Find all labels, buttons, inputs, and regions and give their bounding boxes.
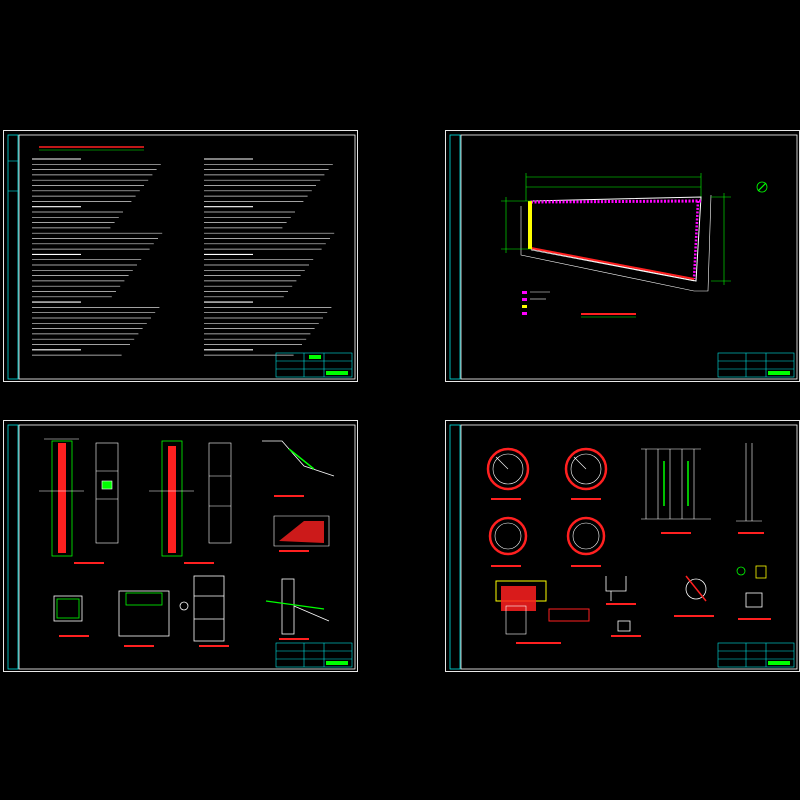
weld-detail bbox=[736, 565, 771, 620]
sheet-pit-plan[interactable] bbox=[445, 130, 800, 382]
pile-elevation-a bbox=[39, 438, 84, 557]
pile-section-4 bbox=[566, 516, 606, 567]
pile-rebar-a bbox=[95, 442, 119, 544]
pile-elevation-b bbox=[149, 440, 194, 557]
plan-legend bbox=[522, 291, 550, 315]
column-detail bbox=[736, 443, 764, 534]
top-dimension-lines bbox=[525, 173, 702, 201]
pile-section-2 bbox=[564, 447, 608, 500]
sheet-pile-details[interactable] bbox=[445, 420, 800, 672]
title-block bbox=[275, 352, 353, 378]
pile-section-3 bbox=[488, 516, 528, 567]
pile-rebar-b bbox=[208, 442, 232, 544]
title-block bbox=[717, 642, 795, 668]
pit-outline bbox=[530, 196, 702, 282]
pile-row-right bbox=[692, 200, 700, 280]
sheet-pile-sections-drawing bbox=[7, 424, 356, 670]
sheet-design-notes[interactable] bbox=[3, 130, 358, 382]
beam-section bbox=[53, 595, 89, 637]
sheet-pile-details-drawing bbox=[449, 424, 798, 670]
notes-column-left bbox=[32, 158, 163, 356]
sheet-pile-sections[interactable] bbox=[3, 420, 358, 672]
pile-row-top bbox=[530, 199, 702, 204]
notes-column-right bbox=[204, 158, 335, 356]
pile-elevation-grid bbox=[641, 448, 711, 534]
pile-joint-detail bbox=[179, 575, 229, 647]
bracket-detail bbox=[605, 576, 641, 637]
sheet-pit-plan-drawing bbox=[449, 134, 798, 380]
title-block bbox=[717, 352, 795, 378]
pile-row-bottom bbox=[530, 247, 695, 280]
cap-beam-section bbox=[118, 590, 170, 647]
anchor-detail bbox=[265, 578, 330, 640]
north-arrow-icon bbox=[756, 181, 768, 193]
sheet-design-notes-drawing bbox=[7, 134, 356, 380]
joint-detail bbox=[674, 575, 714, 617]
pile-section-1 bbox=[486, 447, 530, 500]
cap-detail bbox=[495, 580, 590, 644]
slope-detail bbox=[262, 440, 335, 552]
title-block bbox=[275, 642, 353, 668]
